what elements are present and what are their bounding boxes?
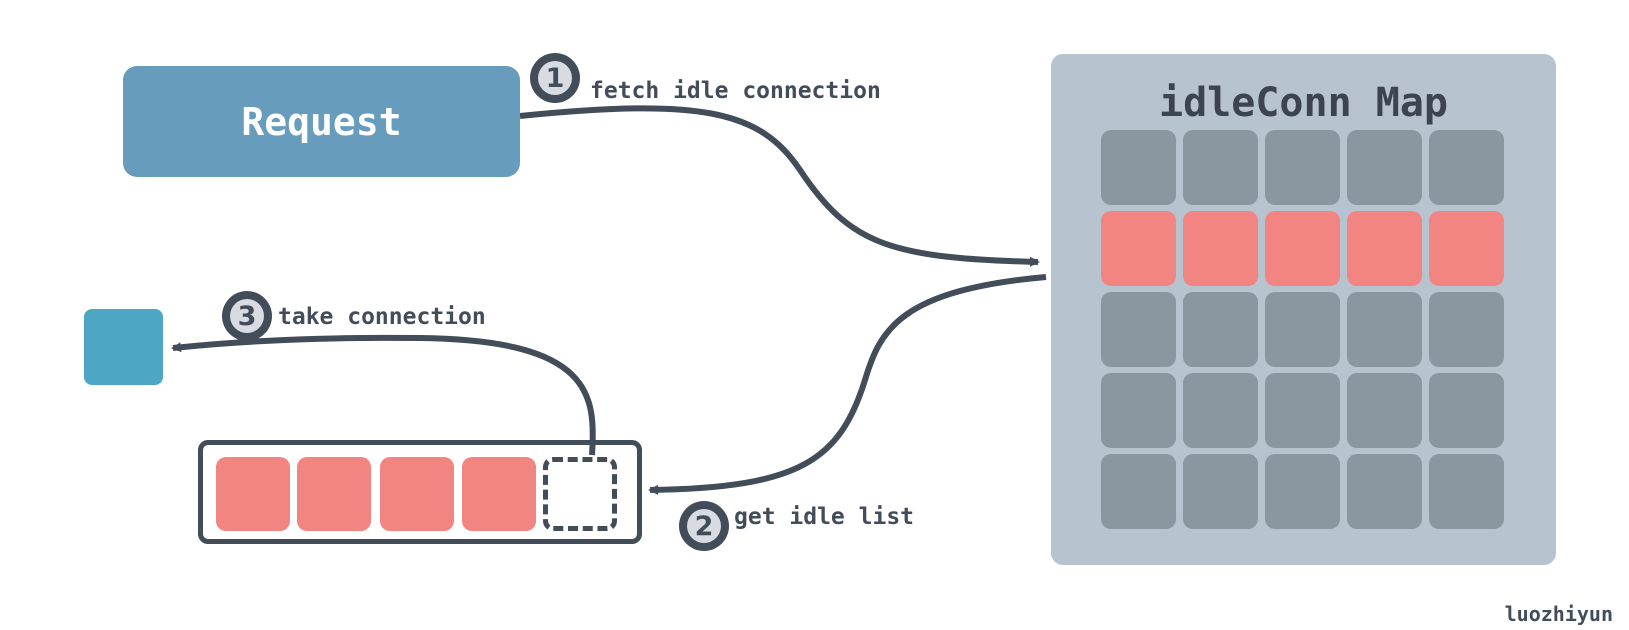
idle-list-slot — [297, 457, 371, 531]
map-cell — [1265, 130, 1340, 205]
idle-list-slot — [380, 457, 454, 531]
map-cell — [1101, 373, 1176, 448]
idle-list-slot — [216, 457, 290, 531]
step-3-badge: 3 — [222, 291, 272, 341]
map-cell — [1429, 292, 1504, 367]
request-box: Request — [123, 66, 520, 177]
step-3-number: 3 — [230, 299, 264, 333]
step-2-label: get idle list — [734, 504, 915, 530]
map-cell — [1101, 454, 1176, 529]
arrow-get-idle-list — [648, 274, 1047, 495]
taken-connection — [84, 309, 163, 385]
map-cell — [1347, 130, 1422, 205]
idle-list-empty-slot — [543, 457, 617, 531]
map-cell-highlighted — [1347, 211, 1422, 286]
map-cell — [1265, 454, 1340, 529]
map-cell-highlighted — [1265, 211, 1340, 286]
map-cell — [1101, 130, 1176, 205]
map-cell — [1347, 373, 1422, 448]
map-cell — [1183, 454, 1258, 529]
map-cell — [1101, 292, 1176, 367]
map-cell-highlighted — [1429, 211, 1504, 286]
step-1-badge: 1 — [530, 53, 580, 103]
map-cell — [1183, 130, 1258, 205]
map-cell — [1429, 454, 1504, 529]
author-label: luozhiyun — [1504, 602, 1613, 626]
map-cell — [1265, 292, 1340, 367]
map-cell — [1347, 292, 1422, 367]
idle-list-slot — [462, 457, 536, 531]
step-2-number: 2 — [687, 509, 721, 543]
map-cell — [1429, 130, 1504, 205]
step-1-number: 1 — [538, 61, 572, 95]
idle-conn-map: idleConn Map — [1051, 54, 1556, 565]
idle-conn-map-title: idleConn Map — [1159, 80, 1448, 126]
idle-conn-grid — [1101, 130, 1504, 529]
request-label: Request — [241, 99, 402, 144]
arrow-fetch-idle-connection — [519, 105, 1040, 267]
map-cell — [1183, 373, 1258, 448]
map-cell-highlighted — [1101, 211, 1176, 286]
step-3-label: take connection — [278, 304, 486, 330]
arrow-take-connection — [171, 334, 596, 456]
map-cell — [1265, 373, 1340, 448]
step-1-label: fetch idle connection — [590, 78, 881, 104]
step-2-badge: 2 — [679, 501, 729, 551]
map-cell — [1183, 292, 1258, 367]
map-cell — [1347, 454, 1422, 529]
idle-list — [198, 440, 642, 544]
map-cell — [1429, 373, 1504, 448]
map-cell-highlighted — [1183, 211, 1258, 286]
